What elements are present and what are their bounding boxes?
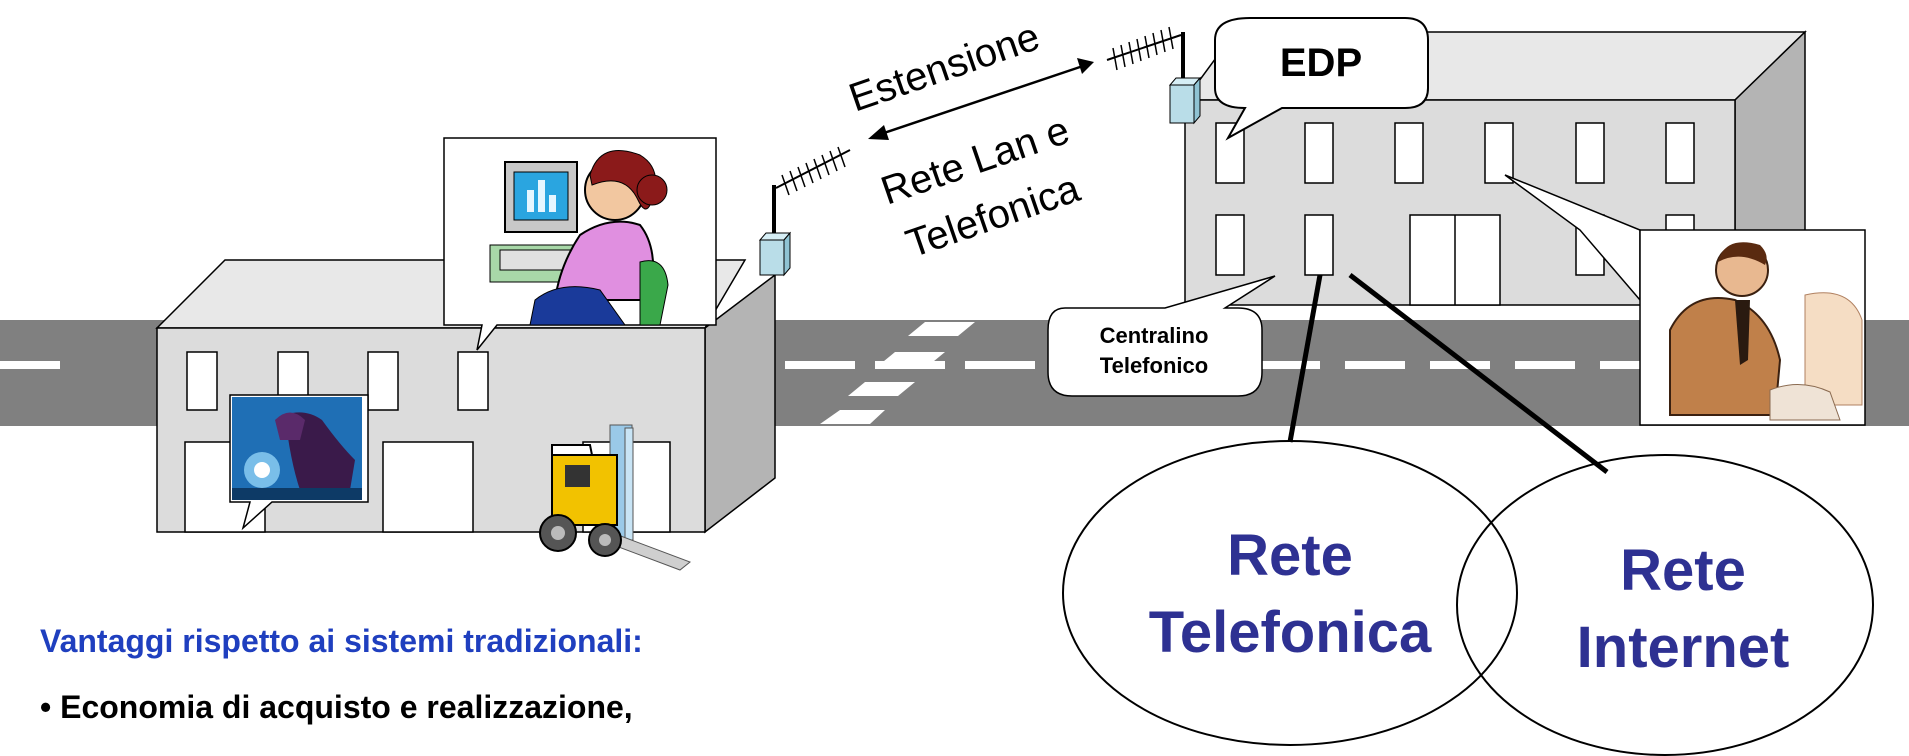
advantages-item: • Economia di acquisto e realizzazione, (40, 689, 633, 725)
welder-icon (232, 397, 362, 500)
antenna-icon (1106, 26, 1202, 125)
phone-network-label-2: Telefonica (1149, 600, 1432, 665)
pbx-label-1: Centralino (1100, 323, 1209, 348)
internet-network-ellipse (1456, 454, 1874, 756)
forklift-icon (539, 424, 691, 571)
phone-network-label-1: Rete (1227, 523, 1353, 588)
internet-network-label-2: Internet (1577, 615, 1790, 680)
antenna-icon (758, 146, 851, 277)
welder-callout (229, 394, 369, 531)
edp-label: EDP (1280, 41, 1362, 85)
businessman-icon (1669, 242, 1863, 421)
link-line-phone (1287, 274, 1323, 443)
pbx-callout (1047, 275, 1276, 397)
link-double-arrow (868, 58, 1094, 140)
link-line-internet (1348, 273, 1609, 474)
advantages-heading: Vantaggi rispetto ai sistemi tradizional… (40, 623, 643, 659)
businessman-callout (1504, 174, 1866, 426)
office-worker-icon (489, 150, 669, 326)
internet-network-label-1: Rete (1620, 538, 1746, 603)
phone-network-ellipse (1062, 440, 1518, 746)
office-worker-callout (443, 137, 717, 351)
pbx-label-2: Telefonico (1100, 353, 1208, 378)
link-label-top: Estensione (844, 14, 1045, 120)
crosswalk (820, 322, 975, 424)
edp-callout (1214, 17, 1429, 141)
